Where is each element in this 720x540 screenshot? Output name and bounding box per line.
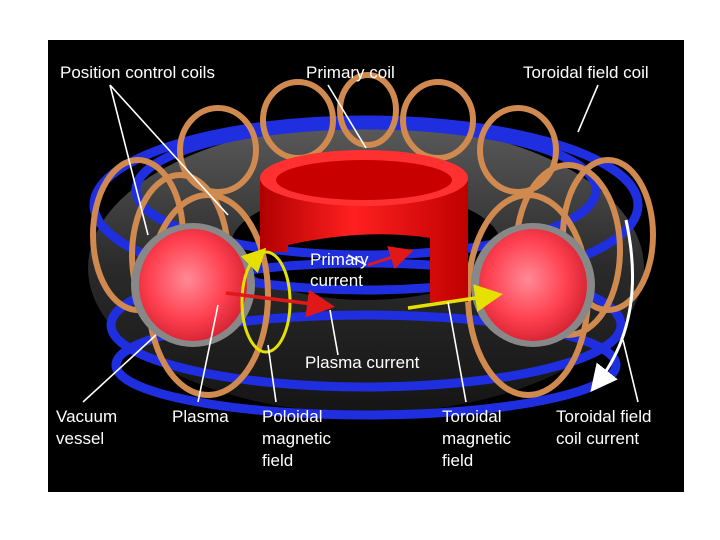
plasma-current-arrow [225,289,335,318]
tokamak-diagram: Position control coils Primary coil Toro… [48,40,684,492]
label-toroidal-field-line1: Toroidal [442,407,502,426]
label-toroidal-field-line3: field [442,451,473,470]
label-plasma: Plasma [172,407,229,426]
label-vacuum-vessel-line2: vessel [56,429,104,448]
tf-coil-current-arrow [590,219,635,393]
label-primary-current-line1: Primary [310,250,369,269]
primary-coil [260,150,468,302]
position-control-coils [89,115,643,420]
label-toroidal-field-line2: magnetic [442,429,511,448]
label-poloidal-line3: field [262,451,293,470]
primary-current-arrow [367,246,414,269]
label-toroidal-field-coil: Toroidal field coil [523,63,649,82]
toroidal-field-arrow [407,284,503,312]
label-primary-coil: Primary coil [306,63,395,82]
label-poloidal-line2: magnetic [262,429,331,448]
plasma [131,223,595,347]
leader-lines [82,84,639,403]
label-poloidal-line1: Poloidal [262,407,323,426]
label-plasma-current: Plasma current [305,353,420,372]
label-vacuum-vessel-line1: Vacuum [56,407,117,426]
label-primary-current-line2: current [310,271,363,290]
label-tf-coil-current-line2: coil current [556,429,639,448]
label-tf-coil-current-line1: Toroidal field [556,407,651,426]
label-position-control-coils: Position control coils [60,63,215,82]
